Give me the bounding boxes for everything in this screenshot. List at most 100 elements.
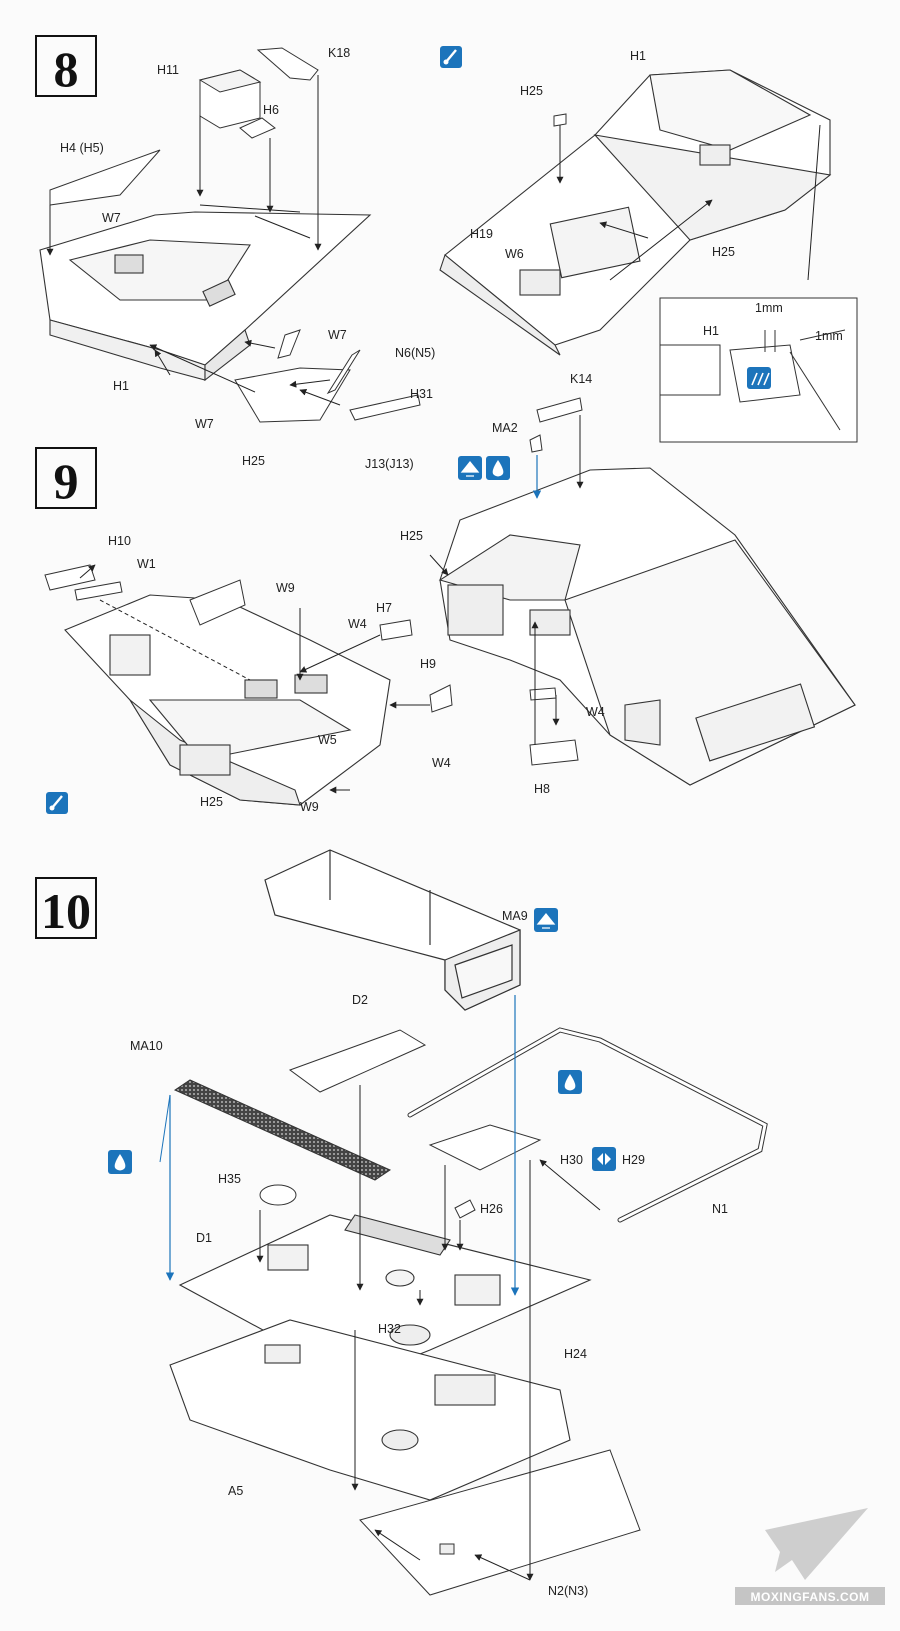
glue-drop-icon: [108, 1150, 132, 1174]
label-ma2: MA2: [492, 421, 518, 435]
label-h8: H8: [534, 782, 550, 796]
flip-over-icon: [458, 456, 482, 480]
part-h26: [454, 1199, 476, 1219]
part-k-hatch: [189, 579, 246, 626]
step-8-labels: K18 H11 H6 H4 (H5) W7 W7 N6(N5) H1 H31 W…: [60, 46, 435, 471]
detail-leader: [807, 124, 821, 281]
label-dim-b: 1mm: [815, 329, 843, 343]
part-h10: [44, 564, 96, 591]
label-h6: H6: [263, 103, 279, 117]
label-d1: D1: [196, 1231, 212, 1245]
label-h26: H26: [480, 1202, 503, 1216]
hull-exterior-step9: [438, 467, 856, 786]
assembly-arrows-9-right: [429, 415, 584, 745]
part-h6: [239, 117, 276, 139]
flip-over-icon: [534, 908, 558, 932]
assembly-arrows-8-right: [556, 125, 713, 281]
part-a5-hull: [169, 1319, 571, 1501]
assembly-arrows-9-left: [79, 564, 430, 794]
label-h25-right: H25: [400, 529, 423, 543]
part-n6: [234, 367, 351, 423]
label-ma9: MA9: [502, 909, 528, 923]
step-number-box: [35, 447, 97, 509]
label-w7-bottom: W7: [195, 417, 214, 431]
assembly-arrows-10: [256, 1085, 601, 1581]
label-h31: H31: [410, 387, 433, 401]
step-8: 8: [35, 35, 858, 471]
step-9: 9 H10 W1 W9 W4 H7 H9: [35, 372, 856, 814]
glue-arrows-10: [165, 995, 520, 1296]
label-h32: H32: [378, 1322, 401, 1336]
hull-upper-right: [439, 69, 832, 356]
label-w9-top: W9: [276, 581, 295, 595]
part-h11: [198, 69, 262, 129]
label-n1: N1: [712, 1202, 728, 1216]
label-w1: W1: [137, 557, 156, 571]
label-detail-h1: H1: [703, 324, 719, 338]
label-h25: H25: [200, 795, 223, 809]
glue-leader: [159, 1094, 171, 1163]
label-w4-top: W4: [348, 617, 367, 631]
label-w6: W6: [505, 247, 524, 261]
photo-etch-icon: [747, 367, 771, 389]
label-w4-bottom: W4: [432, 756, 451, 770]
part-h25-top: [553, 113, 567, 127]
label-h30: H30: [560, 1153, 583, 1167]
label-k18: K18: [328, 46, 350, 60]
label-h9: H9: [420, 657, 436, 671]
step-number: 10: [41, 883, 91, 939]
part-h7: [379, 619, 413, 641]
label-h24: H24: [564, 1347, 587, 1361]
step-10: 10: [35, 849, 768, 1598]
part-h31: [349, 394, 421, 421]
paint-brush-icon: [440, 46, 462, 68]
step-10-labels: MA9 D2 MA10 H30 H29 H35 H26 N1 D1 H32 H2…: [130, 909, 728, 1598]
glue-drop-icon: [558, 1070, 582, 1094]
label-w4-right: W4: [586, 705, 605, 719]
part-k14: [536, 397, 583, 423]
step-8-right-labels: H1 H25 H19 W6 H25: [470, 49, 735, 261]
part-d2: [288, 1029, 427, 1093]
label-h25: H25: [242, 454, 265, 468]
part-w1: [74, 581, 123, 601]
label-n2: N2(N3): [548, 1584, 588, 1598]
label-d2: D2: [352, 993, 368, 1007]
label-h10: H10: [108, 534, 131, 548]
part-n2: [359, 1449, 641, 1596]
label-h1: H1: [113, 379, 129, 393]
assembly-arrows-8-left: [46, 75, 341, 406]
label-w7-right: W7: [328, 328, 347, 342]
label-h4: H4 (H5): [60, 141, 104, 155]
label-h25-top: H25: [520, 84, 543, 98]
step-9-labels: H10 W1 W9 W4 H7 H9 W5 W4 H25 W9: [108, 534, 451, 814]
part-w7-side: [277, 329, 301, 359]
paint-brush-icon: [46, 792, 68, 814]
part-h9: [429, 684, 453, 713]
step-number-box: [35, 877, 97, 939]
label-h29: H29: [622, 1153, 645, 1167]
label-dim-a: 1mm: [755, 301, 783, 315]
glue-drop-icon: [486, 456, 510, 480]
label-h25-side: H25: [712, 245, 735, 259]
part-h35: [259, 1184, 297, 1206]
label-h1-right: H1: [630, 49, 646, 63]
swap-option-icon: [592, 1147, 616, 1171]
label-w5: W5: [318, 733, 337, 747]
hull-upper-left: [39, 211, 372, 382]
label-h19: H19: [470, 227, 493, 241]
step-number-box: [35, 35, 97, 97]
label-h35: H35: [218, 1172, 241, 1186]
part-ma10: [173, 1079, 392, 1181]
label-a5: A5: [228, 1484, 243, 1498]
label-j13: J13(J13): [365, 457, 414, 471]
label-h7: H7: [376, 601, 392, 615]
label-ma10: MA10: [130, 1039, 163, 1053]
part-ma9: [264, 849, 521, 1011]
hull-interior-step9: [64, 594, 391, 806]
part-k18: [256, 47, 319, 81]
label-w9-bottom: W9: [300, 800, 319, 814]
label-w7-top: W7: [102, 211, 121, 225]
label-n6: N6(N5): [395, 346, 435, 360]
step-number: 8: [54, 41, 79, 97]
